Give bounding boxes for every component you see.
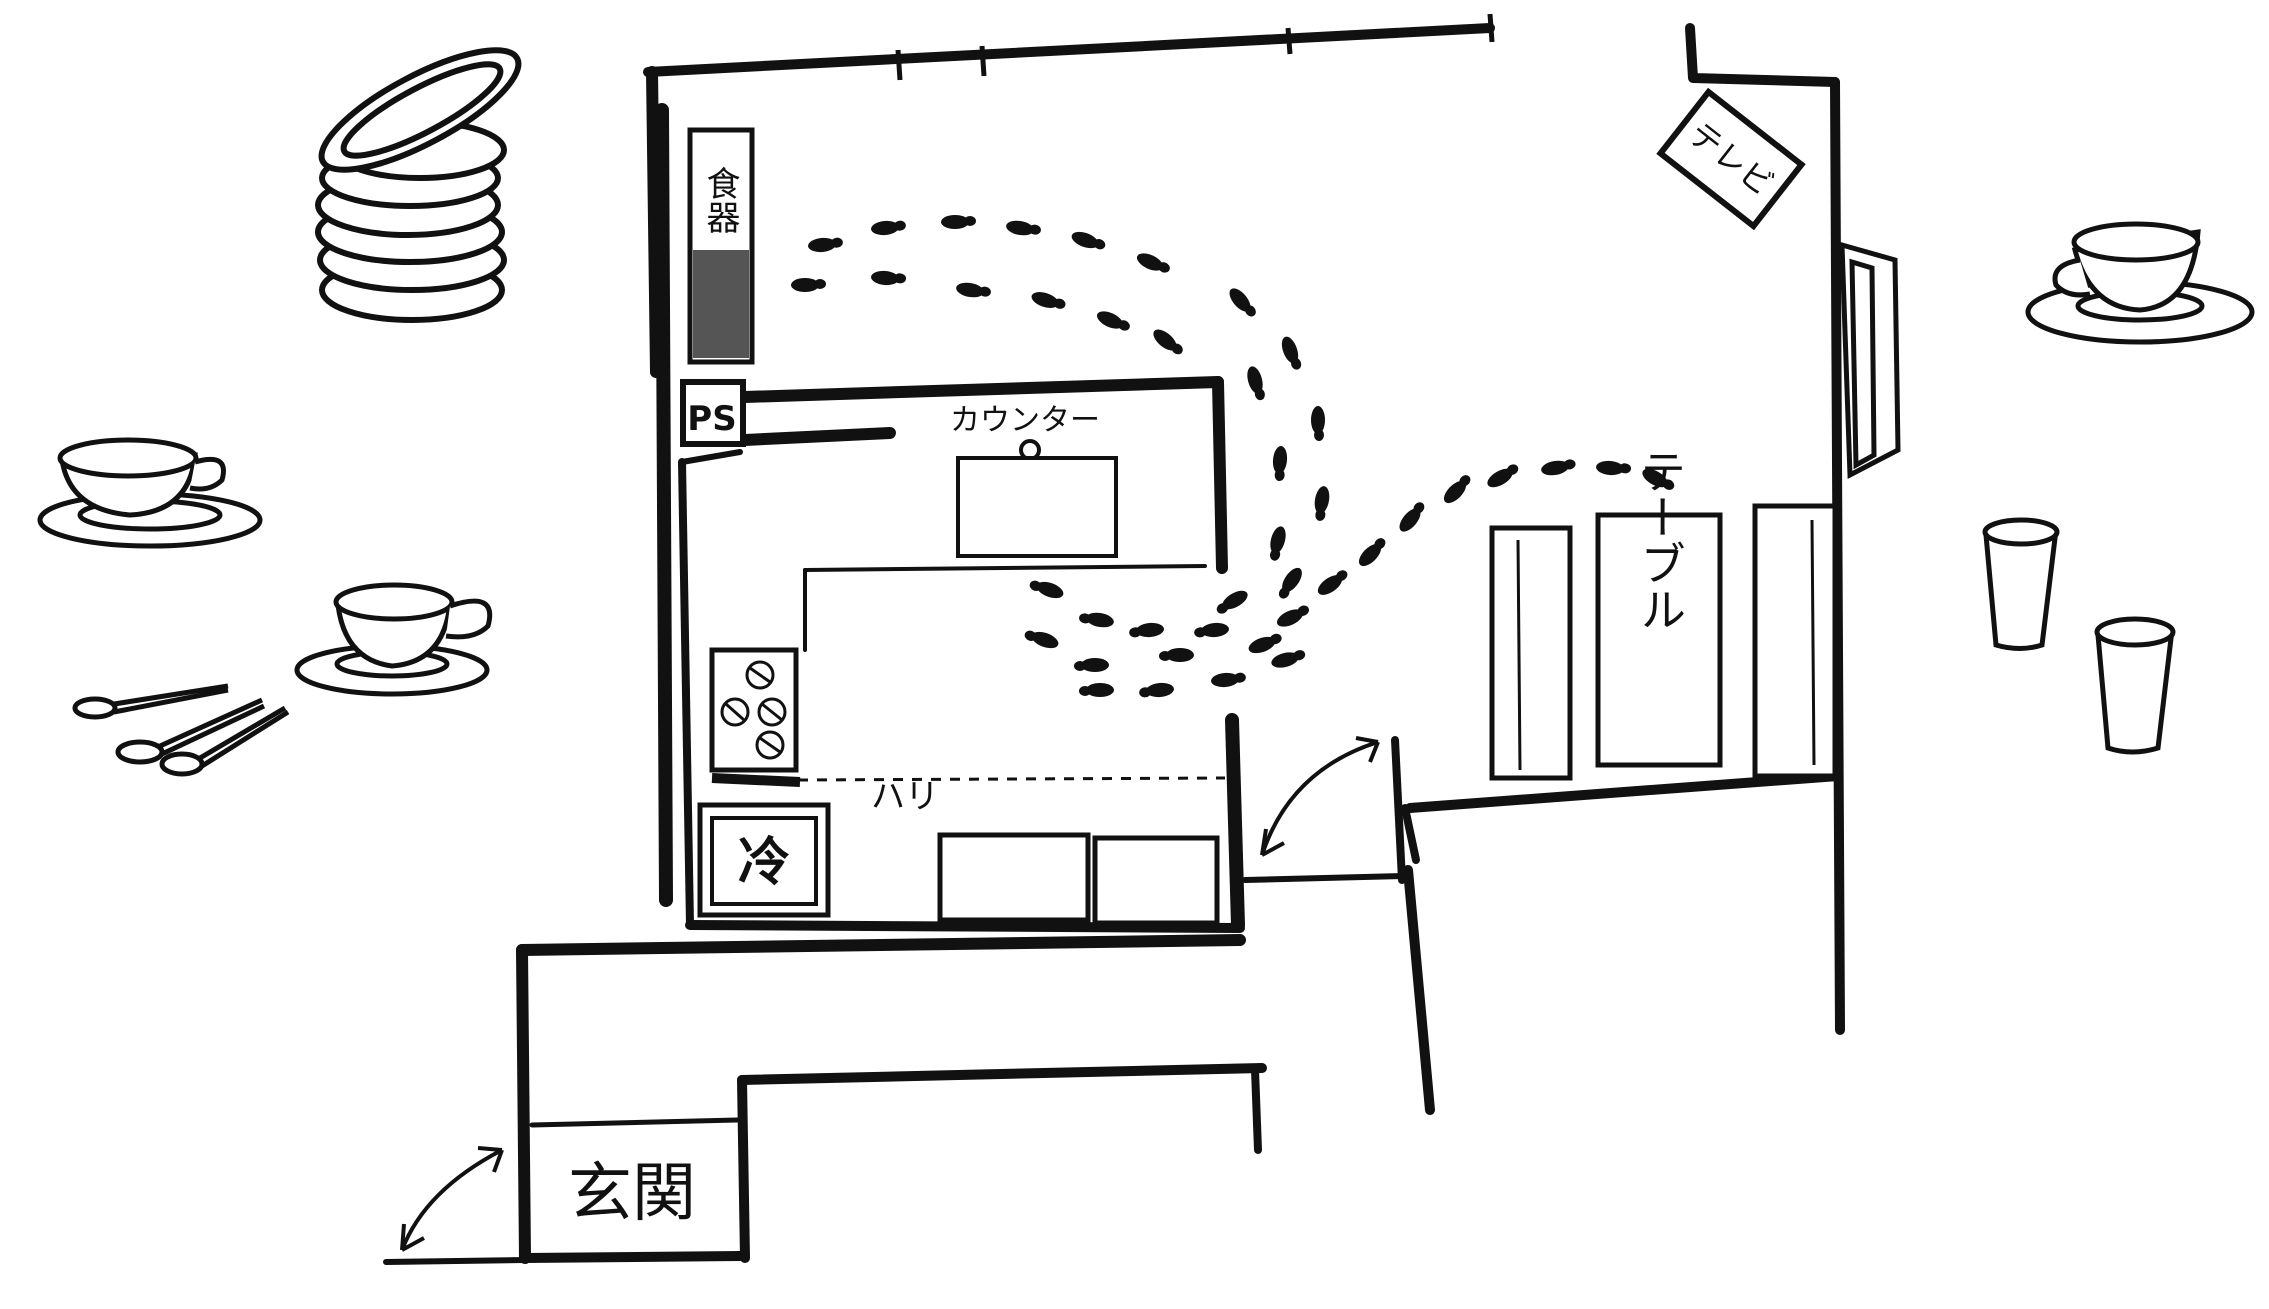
counter-label: カウンター — [950, 403, 1100, 438]
teacup-icon — [294, 582, 493, 697]
kitchen-right-wall — [1225, 713, 1245, 932]
top-wall — [643, 23, 1495, 77]
lower-cabinet-2 — [1092, 835, 1220, 926]
corridor-wall-2 — [1403, 865, 1435, 1115]
glass-icon — [2094, 616, 2176, 755]
corridor-wall-1 — [1391, 736, 1406, 884]
cabinet: 食器 — [687, 127, 755, 365]
door-swing-entrance — [400, 1146, 504, 1252]
doorway-line — [1242, 873, 1408, 883]
fridge: 冷 — [697, 802, 831, 918]
teacup-icon — [2025, 221, 2255, 345]
hall-right — [1251, 1066, 1262, 1154]
hall-inner-left — [737, 1075, 750, 1263]
tv: テレビ — [1656, 87, 1806, 231]
cabinet-label: 食器 — [700, 166, 740, 234]
hall-bottom — [520, 1251, 745, 1263]
ps-label: PS — [687, 399, 736, 439]
table — [1595, 512, 1723, 768]
teacup-icon — [37, 437, 263, 549]
entrance-top — [529, 1117, 740, 1128]
table-area — [1489, 503, 1838, 781]
hall-top — [516, 934, 1246, 956]
window-ticks — [895, 13, 1495, 81]
glass-icon — [1982, 517, 2060, 651]
island-edge — [803, 564, 1207, 572]
stove — [709, 647, 799, 773]
bench-left — [1489, 525, 1573, 781]
left-outer-wall — [646, 66, 662, 378]
stove-base — [711, 773, 801, 787]
kitchen-bottom — [685, 920, 1245, 933]
kitchen-inner-left — [678, 458, 694, 929]
sink — [956, 456, 1118, 558]
beam-label: ハリ — [871, 777, 939, 817]
hall-left — [516, 944, 531, 1264]
spoon-icon — [115, 697, 266, 765]
plate-stack-icon — [315, 47, 522, 323]
spoon-icon — [72, 683, 229, 720]
counter-wall-right — [1212, 376, 1228, 574]
walls — [383, 23, 1845, 1265]
beam-line — [797, 776, 1226, 782]
ps-shaft: PS — [680, 379, 746, 447]
lower-cabinet-1 — [937, 832, 1091, 923]
entrance-sill — [383, 1257, 528, 1265]
kitchen-inner-top — [679, 449, 743, 465]
kitchen-left-wall — [655, 103, 673, 907]
corridor-cap — [1401, 804, 1420, 864]
fridge-label: 冷 — [738, 833, 790, 893]
cabinet-shade — [693, 250, 749, 358]
door-swing-kitchen — [1260, 736, 1380, 857]
bench-right — [1752, 503, 1838, 779]
hall-inner-top — [737, 1063, 1267, 1085]
counter-wall-top — [739, 376, 1224, 403]
counter-shelf — [739, 427, 896, 446]
wall-cabinet — [1839, 241, 1901, 480]
spoon-icon — [159, 705, 290, 777]
living-bottom-wall — [1405, 771, 1843, 813]
top-right-notch — [1685, 23, 1840, 87]
entrance-label: 玄関 — [568, 1157, 696, 1231]
